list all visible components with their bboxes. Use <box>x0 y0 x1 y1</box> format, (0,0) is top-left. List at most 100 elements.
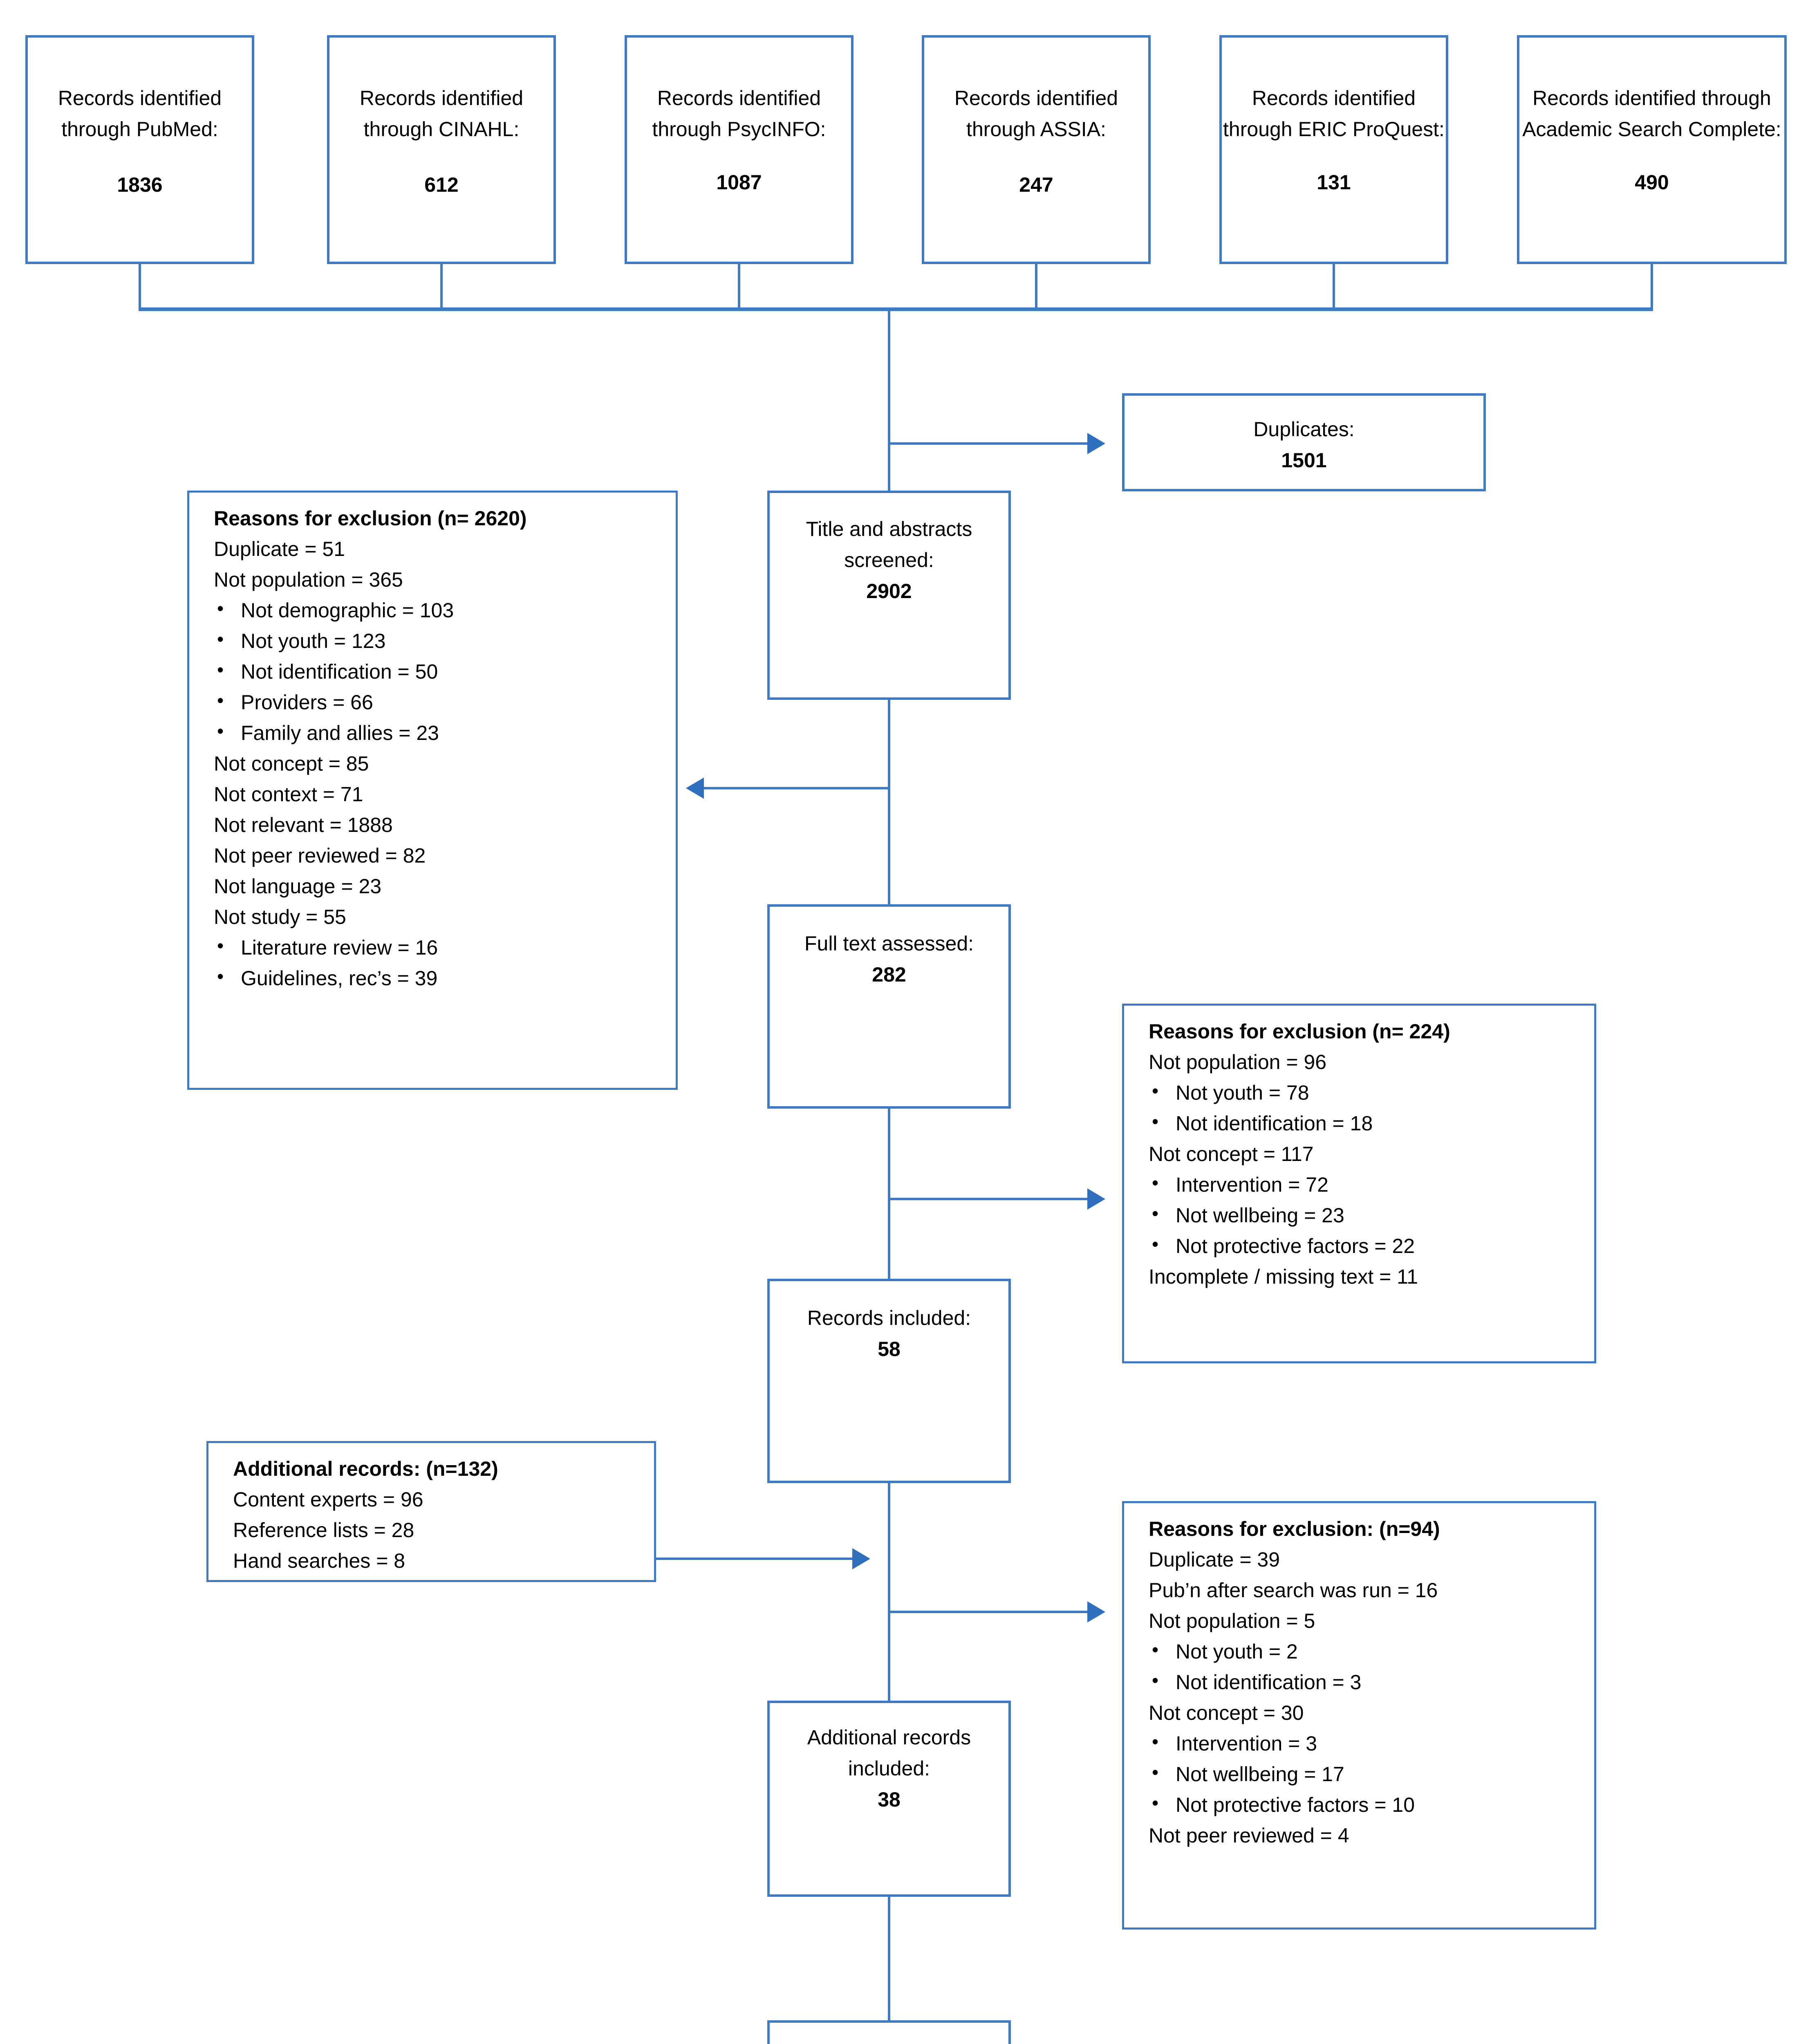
exclusion-fulltext-bullet: Intervention = 72 <box>1149 1169 1585 1200</box>
exclusion-screening-bullet: Providers = 66 <box>214 686 667 718</box>
fulltext-box: Full text assessed: 282 <box>767 904 1011 1109</box>
additional-records-line: Content experts = 96 <box>233 1488 423 1511</box>
source-count-pubmed: 1836 <box>117 173 163 196</box>
exclusion-fulltext-bullet: Not identification = 18 <box>1149 1107 1585 1139</box>
exclusion-additional-line: Not peer reviewed = 4 <box>1149 1824 1349 1847</box>
exclusion-screening-bullet: Not identification = 50 <box>214 656 667 687</box>
exclusion-additional-bullet: Not youth = 2 <box>1149 1636 1585 1667</box>
records-included-label: Records included: <box>807 1307 971 1329</box>
connector-duplicates-line <box>888 442 1090 445</box>
exclusion-screening-bullet: Not youth = 123 <box>214 625 667 657</box>
connector-screened-to-fulltext <box>888 700 890 904</box>
exclusion-screening-line: Not concept = 85 <box>214 752 369 775</box>
connector-fulltext-exclusion-line <box>888 1198 1090 1200</box>
source-label-assia: Records identified through ASSIA: <box>954 87 1118 141</box>
screened-count: 2902 <box>866 580 912 603</box>
exclusion-screening-bullet: Not demographic = 103 <box>214 594 667 626</box>
exclusion-fulltext-box: Reasons for exclusion (n= 224) Not popul… <box>1122 1004 1596 1363</box>
connector-screening-exclusion-line <box>704 787 889 789</box>
connector-eric-down <box>1333 264 1335 310</box>
exclusion-screening-line: Not language = 23 <box>214 875 382 898</box>
additional-records-heading: Additional records: (n=132) <box>233 1457 498 1480</box>
exclusion-fulltext-line: Not concept = 117 <box>1149 1143 1314 1165</box>
source-label-academic-search-complete: Records identified through Academic Sear… <box>1522 87 1781 141</box>
exclusion-screening-line: Not population = 365 <box>214 568 403 591</box>
exclusion-screening-line: Not peer reviewed = 82 <box>214 844 426 867</box>
additional-records-line: Reference lists = 28 <box>233 1519 414 1542</box>
exclusion-screening-line: Not context = 71 <box>214 783 363 806</box>
source-count-cinahl: 612 <box>424 173 459 196</box>
connector-screening-exclusion-arrowhead <box>686 778 704 799</box>
exclusion-screening-line: Not study = 55 <box>214 905 346 928</box>
connector-source-bus <box>139 307 1653 311</box>
exclusion-fulltext-line: Not population = 96 <box>1149 1051 1327 1074</box>
connector-bus-to-screened <box>888 307 890 491</box>
source-box-assia: Records identified through ASSIA: 247 <box>922 35 1151 264</box>
connector-assia-down <box>1035 264 1037 310</box>
connector-fulltext-to-included <box>888 1109 890 1301</box>
connector-pubmed-down <box>139 264 141 310</box>
exclusion-additional-bullet: Not identification = 3 <box>1149 1666 1585 1698</box>
exclusion-fulltext-bullet: Not youth = 78 <box>1149 1077 1585 1108</box>
additional-records-line: Hand searches = 8 <box>233 1549 405 1572</box>
exclusion-additional-line: Not concept = 30 <box>1149 1701 1304 1724</box>
exclusion-screening-heading: Reasons for exclusion (n= 2620) <box>214 507 527 530</box>
records-included-box: Records included: 58 <box>767 1279 1011 1483</box>
exclusion-fulltext-bullet: Not wellbeing = 23 <box>1149 1199 1585 1231</box>
exclusion-screening-line: Duplicate = 51 <box>214 538 345 560</box>
source-box-psycinfo: Records identified through PsycINFO: 108… <box>625 35 853 264</box>
exclusion-additional-bullet: Not wellbeing = 17 <box>1149 1758 1585 1790</box>
exclusion-fulltext-heading: Reasons for exclusion (n= 224) <box>1149 1020 1450 1043</box>
connector-psycinfo-down <box>738 264 740 310</box>
source-label-psycinfo: Records identified through PsycINFO: <box>652 87 826 141</box>
duplicates-label: Duplicates: <box>1253 418 1355 441</box>
exclusion-screening-line: Not relevant = 1888 <box>214 814 393 836</box>
source-box-academic-search-complete: Records identified through Academic Sear… <box>1517 35 1787 264</box>
source-box-eric-proquest: Records identified through ERIC ProQuest… <box>1219 35 1448 264</box>
screened-box: Title and abstracts screened: 2902 <box>767 491 1011 700</box>
exclusion-screening-box: Reasons for exclusion (n= 2620) Duplicat… <box>187 491 678 1090</box>
source-label-pubmed: Records identified through PubMed: <box>58 87 222 141</box>
source-count-assia: 247 <box>1019 173 1053 196</box>
connector-additional-exclusion-line <box>888 1611 1090 1613</box>
connector-additional-to-final <box>888 1897 890 2020</box>
exclusion-additional-box: Reasons for exclusion: (n=94) Duplicate … <box>1122 1501 1596 1930</box>
exclusion-fulltext-line: Incomplete / missing text = 11 <box>1149 1265 1418 1288</box>
connector-additional-records-line <box>656 1558 854 1560</box>
exclusion-additional-line: Not population = 5 <box>1149 1609 1315 1632</box>
final-included-box: Final records included: 96 <box>767 2020 1011 2044</box>
connector-included-to-additional <box>888 1483 890 1708</box>
source-box-cinahl: Records identified through CINAHL: 612 <box>327 35 556 264</box>
source-box-pubmed: Records identified through PubMed: 1836 <box>25 35 254 264</box>
connector-additional-records-arrowhead <box>852 1548 870 1569</box>
screened-label: Title and abstracts screened: <box>806 518 972 572</box>
fulltext-label: Full text assessed: <box>804 932 974 955</box>
source-label-eric-proquest: Records identified through ERIC ProQuest… <box>1223 87 1445 141</box>
connector-duplicates-arrowhead <box>1087 433 1105 454</box>
exclusion-additional-line: Duplicate = 39 <box>1149 1548 1280 1571</box>
duplicates-count: 1501 <box>1281 449 1327 472</box>
exclusion-additional-bullet: Not protective factors = 10 <box>1149 1789 1585 1820</box>
exclusion-screening-bullet: Family and allies = 23 <box>214 717 667 749</box>
duplicates-box: Duplicates: 1501 <box>1122 393 1486 491</box>
source-count-psycinfo: 1087 <box>716 171 762 194</box>
additional-included-label: Additional records included: <box>807 1726 971 1780</box>
additional-included-box: Additional records included: 38 <box>767 1701 1011 1897</box>
connector-academic-down <box>1651 264 1653 310</box>
exclusion-fulltext-bullet: Not protective factors = 22 <box>1149 1230 1585 1262</box>
connector-cinahl-down <box>440 264 443 310</box>
exclusion-screening-bullet: Guidelines, rec’s = 39 <box>214 962 667 994</box>
source-label-cinahl: Records identified through CINAHL: <box>359 87 524 141</box>
exclusion-screening-bullet: Literature review = 16 <box>214 932 667 963</box>
source-count-academic-search-complete: 490 <box>1635 171 1669 194</box>
connector-additional-exclusion-arrowhead <box>1087 1601 1105 1623</box>
additional-included-count: 38 <box>878 1788 901 1811</box>
connector-fulltext-exclusion-arrowhead <box>1087 1188 1105 1210</box>
exclusion-additional-line: Pub’n after search was run = 16 <box>1149 1579 1438 1602</box>
exclusion-additional-bullet: Intervention = 3 <box>1149 1728 1585 1759</box>
additional-records-box: Additional records: (n=132) Content expe… <box>206 1441 656 1582</box>
fulltext-count: 282 <box>872 963 906 986</box>
records-included-count: 58 <box>878 1338 901 1360</box>
source-count-eric-proquest: 131 <box>1317 171 1351 194</box>
